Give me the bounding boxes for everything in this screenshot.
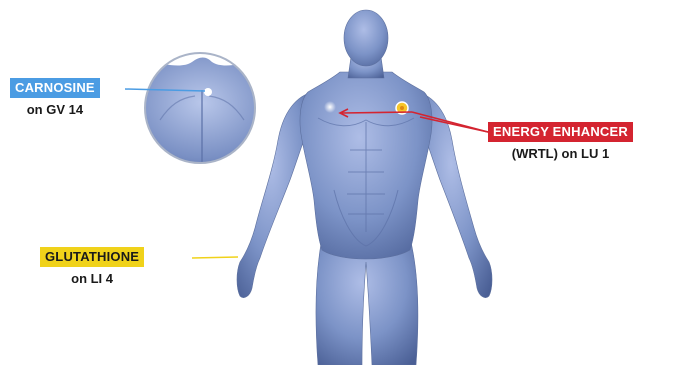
gv14-point-marker <box>204 88 212 96</box>
glutathione-name-tag: GLUTATHIONE <box>40 247 144 267</box>
energy-enhancer-point-text: (WRTL) on LU 1 <box>488 146 633 161</box>
human-figure <box>237 10 492 365</box>
glutathione-point-text: on LI 4 <box>40 271 144 286</box>
back-inset-circle <box>130 53 274 170</box>
glutathione-label: GLUTATHIONE on LI 4 <box>40 247 144 286</box>
energy-enhancer-name-tag: ENERGY ENHANCER <box>488 122 633 142</box>
carnosine-name-tag: CARNOSINE <box>10 78 100 98</box>
energy-enhancer-label: ENERGY ENHANCER (WRTL) on LU 1 <box>488 122 633 161</box>
carnosine-point-text: on GV 14 <box>10 102 100 117</box>
carnosine-label: CARNOSINE on GV 14 <box>10 78 100 117</box>
glutathione-connector <box>192 257 238 258</box>
lu1-glow-marker <box>324 101 336 113</box>
